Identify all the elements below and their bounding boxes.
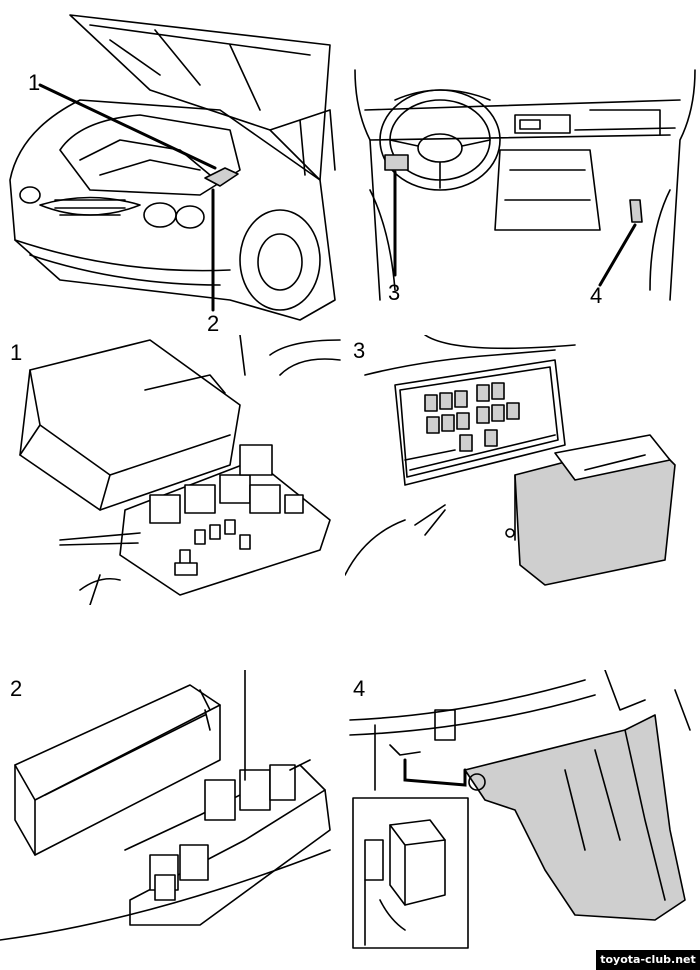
detail-label-4: 4 bbox=[353, 676, 366, 701]
detail-label-3: 3 bbox=[353, 338, 366, 363]
callout-3: 3 bbox=[388, 280, 401, 305]
callout-2: 2 bbox=[207, 311, 220, 336]
panel-detail-2: 2 bbox=[0, 670, 340, 950]
callout-1: 1 bbox=[28, 70, 41, 95]
detail-4-drawing bbox=[349, 670, 691, 949]
callout-4: 4 bbox=[590, 283, 603, 308]
engine-overview-drawing bbox=[9, 14, 336, 321]
panel-detail-1: 1 bbox=[0, 335, 345, 605]
detail-1-drawing bbox=[19, 335, 341, 605]
detail-label-2: 2 bbox=[10, 676, 23, 701]
panel-dashboard-overview: 3 4 bbox=[350, 0, 700, 335]
detail-2-drawing bbox=[0, 670, 331, 941]
detail-3-drawing bbox=[345, 335, 676, 586]
watermark: toyota-club.net bbox=[596, 950, 700, 970]
panel-engine-overview: 1 2 bbox=[0, 0, 350, 335]
panel-detail-4: 4 bbox=[345, 670, 700, 950]
detail-label-1: 1 bbox=[10, 340, 23, 365]
panel-detail-3: 3 bbox=[345, 335, 700, 595]
dashboard-overview-drawing bbox=[354, 69, 696, 301]
